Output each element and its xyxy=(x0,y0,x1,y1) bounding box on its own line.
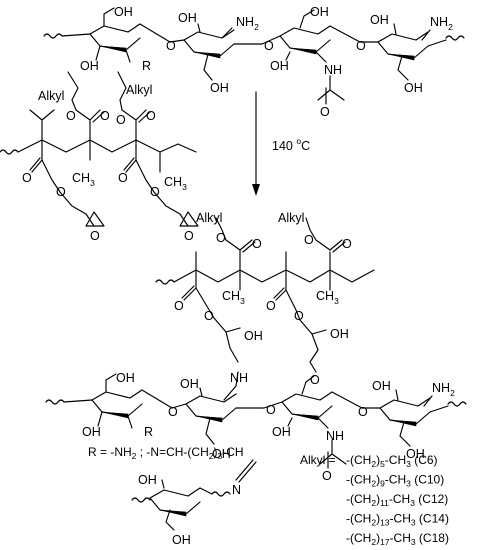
o-label: O xyxy=(266,299,276,313)
oh-label: OH xyxy=(80,59,99,73)
o-label: O xyxy=(168,405,178,419)
oh-label: OH xyxy=(172,533,191,547)
o-label: O xyxy=(304,233,314,247)
oh-label: OH xyxy=(310,5,329,19)
r-definition: R = -NH2 ; -N=CH-(CH2)3-CH OH OH N xyxy=(88,445,257,547)
o-label: O xyxy=(56,185,66,199)
oh-label: OH xyxy=(272,425,291,439)
o-label: O xyxy=(320,105,330,119)
reaction-temperature: 140 oC xyxy=(272,136,310,153)
o-label: O xyxy=(90,229,100,243)
alkyl-label: Alkyl xyxy=(196,211,222,225)
oh-label: OH xyxy=(270,59,289,73)
nh2-label: NH2 xyxy=(236,15,259,32)
o-label: O xyxy=(310,373,320,387)
o-label: O xyxy=(216,231,226,245)
oh-label: OH xyxy=(180,377,199,391)
nh2-label: NH2 xyxy=(430,15,453,32)
chitosan-chain-bottom: OH OH R O OH NH OH O OH NH O O OH NH2 OH xyxy=(45,371,467,483)
oh-label: OH xyxy=(114,5,133,19)
o-label: O xyxy=(342,237,352,251)
o-label: O xyxy=(66,109,76,123)
o-label: O xyxy=(100,109,110,123)
alkyl-option: -(CH2)13-CH3 (C14) xyxy=(346,512,449,528)
oh-label: OH xyxy=(210,81,229,95)
oh-label: OH xyxy=(406,447,425,461)
r-definition-text: R = -NH2 ; -N=CH-(CH2)3-CH xyxy=(88,445,244,461)
alkyl-label: Alkyl xyxy=(278,211,304,225)
oh-label: OH xyxy=(82,425,101,439)
product-polymer-backbone: Alkyl Alkyl O O O O CH3 CH3 O O O O OH O… xyxy=(155,211,375,387)
o-label: O xyxy=(322,469,332,483)
oh-label: OH xyxy=(178,11,197,25)
r-label: R xyxy=(142,59,151,73)
r-label: R xyxy=(144,425,153,439)
alkyl-option: -(CH2)17-CH3 (C18) xyxy=(346,531,449,547)
alkyl-option: -(CH2)11-CH3 (C12) xyxy=(346,492,448,508)
o-label: O xyxy=(118,171,128,185)
o-label: O xyxy=(166,39,176,53)
o-label: O xyxy=(358,405,368,419)
o-label: O xyxy=(252,237,262,251)
oh-label: OH xyxy=(404,81,423,95)
oh-label: OH xyxy=(116,371,135,385)
alkyl-label: Alkyl xyxy=(126,83,152,97)
o-label: O xyxy=(266,403,276,417)
o-label: O xyxy=(150,185,160,199)
oh-label: OH xyxy=(370,13,389,27)
nh2-label: NH2 xyxy=(432,381,455,398)
o-label: O xyxy=(174,299,184,313)
ch3-label: CH3 xyxy=(222,289,245,306)
o-label: O xyxy=(356,39,366,53)
o-label: O xyxy=(116,113,126,127)
nh-label: NH xyxy=(324,63,342,77)
alkyl-option: -(CH2)5-CH3 (C6) xyxy=(346,453,438,469)
oh-label: OH xyxy=(330,327,349,341)
nh-label: NH xyxy=(326,429,344,443)
o-label: O xyxy=(22,171,32,185)
oh-label: OH xyxy=(244,329,263,343)
o-label: O xyxy=(204,309,214,323)
nh-label: NH xyxy=(230,371,248,385)
o-label: O xyxy=(184,229,194,243)
alkyl-label: Alkyl xyxy=(38,89,64,103)
ch3-label: CH3 xyxy=(316,289,339,306)
o-label: O xyxy=(294,309,304,323)
alkyl-definition: Alkyl = -(CH2)5-CH3 (C6) -(CH2)9-CH3 (C10… xyxy=(300,453,449,547)
o-label: O xyxy=(264,39,274,53)
glycidyl-copolymer: Alkyl Alkyl O O O O CH3 CH3 O O O O O O xyxy=(0,71,199,243)
oh-label: OH xyxy=(372,379,391,393)
oh-label: OH xyxy=(212,447,231,461)
chitosan-chain-top: OH OH R O OH NH2 OH O OH OH NH O O OH NH… xyxy=(43,5,465,119)
alkyl-definition-head: Alkyl = xyxy=(300,453,336,467)
n-label: N xyxy=(232,483,241,497)
o-label: O xyxy=(146,109,156,123)
ch3-label: CH3 xyxy=(72,171,95,188)
oh-label: OH xyxy=(138,473,157,487)
reaction-arrow: 140 oC xyxy=(252,91,310,196)
alkyl-option: -(CH2)9-CH3 (C10) xyxy=(346,473,444,489)
ch3-label: CH3 xyxy=(164,175,187,192)
